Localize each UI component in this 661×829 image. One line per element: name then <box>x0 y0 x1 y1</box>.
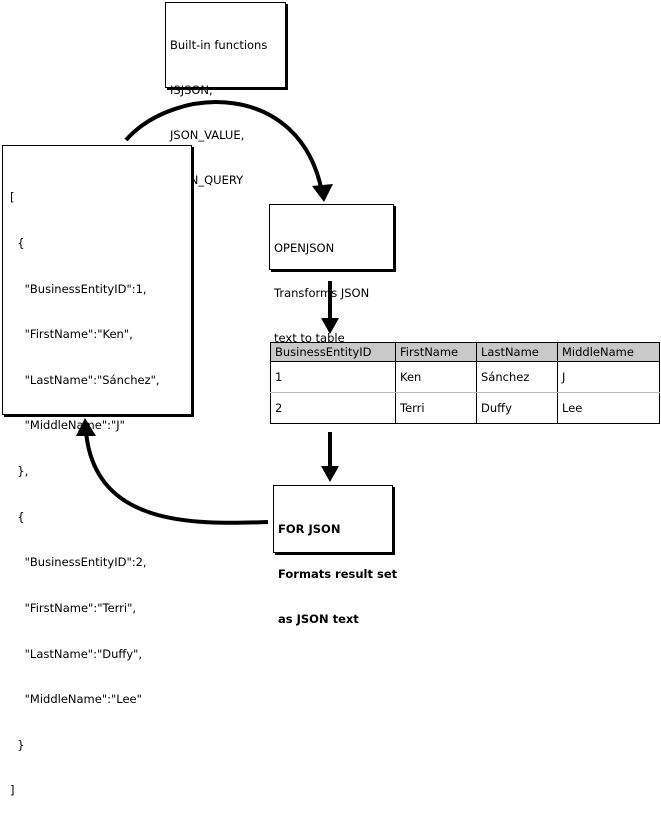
json-text: [ { "BusinessEntityID":1, "FirstName":"K… <box>10 160 184 829</box>
json-line: { <box>10 509 25 524</box>
table-header-row: BusinessEntityID FirstName LastName Midd… <box>270 342 660 362</box>
openjson-box: OPENJSON Transforms JSON text to table <box>269 204 394 345</box>
json-line: { <box>10 236 25 251</box>
column-header: MiddleName <box>557 342 660 362</box>
openjson-line: Transforms JSON <box>274 286 370 300</box>
table-cell: Terri <box>395 392 477 424</box>
json-line: "FirstName":"Terri", <box>10 600 137 615</box>
table-cell: 2 <box>270 392 396 424</box>
json-line: [ <box>10 190 15 205</box>
json-text-box: [ { "BusinessEntityID":1, "FirstName":"K… <box>2 145 192 797</box>
openjson-text: OPENJSON Transforms JSON text to table <box>274 211 389 376</box>
json-line: "BusinessEntityID":1, <box>10 281 147 296</box>
column-header: LastName <box>476 342 558 362</box>
forjson-line: as JSON text <box>278 612 359 626</box>
arrow-json-to-openjson <box>124 100 324 193</box>
table-cell: J <box>557 361 660 393</box>
json-line: "LastName":"Duffy", <box>10 646 143 661</box>
arrowhead-openjson <box>312 184 333 202</box>
json-line: "FirstName":"Ken", <box>10 327 133 342</box>
openjson-line: OPENJSON <box>274 241 335 255</box>
column-header: BusinessEntityID <box>270 342 396 362</box>
json-line: "MiddleName":"Lee" <box>10 692 142 707</box>
openjson-line: text to table <box>274 331 345 345</box>
table-cell: 1 <box>270 361 396 393</box>
column-header: FirstName <box>395 342 477 362</box>
forjson-line: FOR JSON <box>278 522 341 536</box>
arrowhead-forjson <box>321 466 339 482</box>
forjson-line: Formats result set <box>278 567 398 581</box>
arrowhead-json <box>76 418 96 436</box>
builtin-line: ISJSON, <box>170 83 213 97</box>
table-cell: Duffy <box>476 392 558 424</box>
json-line: "MiddleName":"J" <box>10 418 125 433</box>
table-cell: Lee <box>562 401 583 415</box>
table-row: 1 Ken Sánchez J <box>270 361 660 393</box>
builtin-functions-box: Built-in functions ISJSON, JSON_VALUE, J… <box>165 2 286 187</box>
flow-arrows <box>76 100 339 525</box>
table-cell: Sánchez <box>476 361 558 393</box>
forjson-text: FOR JSON Formats result set as JSON text <box>278 492 398 657</box>
arrowhead-table <box>321 318 339 334</box>
builtin-line: JSON_VALUE, <box>170 128 245 142</box>
json-line: }, <box>10 464 29 479</box>
result-table: BusinessEntityID FirstName LastName Midd… <box>270 342 660 424</box>
json-line: ] <box>10 783 15 798</box>
builtin-line: Built-in functions <box>170 38 268 52</box>
table-cell: Ken <box>395 361 477 393</box>
table-row: 2 Terri Duffy Lee <box>270 392 660 424</box>
builtin-functions-text: Built-in functions ISJSON, JSON_VALUE, J… <box>170 8 281 218</box>
json-line: } <box>10 737 25 752</box>
json-line: "LastName":"Sánchez", <box>10 372 160 387</box>
forjson-box: FOR JSON Formats result set as JSON text <box>273 485 397 626</box>
arrow-forjson-to-json <box>84 431 269 525</box>
json-line: "BusinessEntityID":2, <box>10 555 147 570</box>
